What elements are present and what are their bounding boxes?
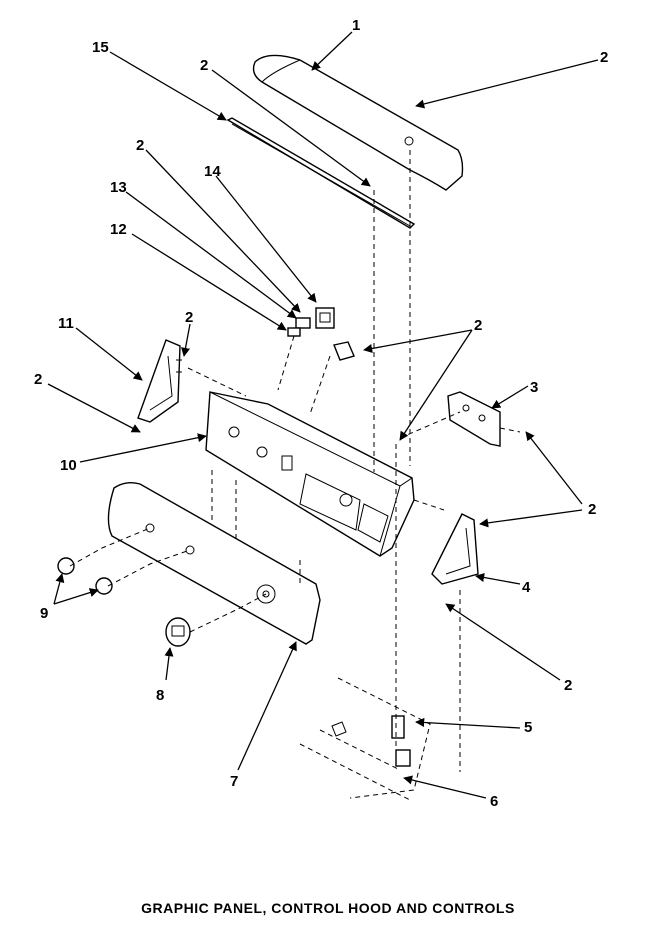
callout-11: 11 xyxy=(58,315,74,332)
callout-12: 12 xyxy=(110,221,127,238)
part-4-right-end-cap xyxy=(431,513,479,585)
part-14-switch xyxy=(315,307,335,329)
part-3-right-bracket xyxy=(447,391,501,447)
callout-2-right: 2 xyxy=(588,501,596,518)
callout-4: 4 xyxy=(522,579,531,596)
callout-9: 9 xyxy=(40,605,48,622)
part-12-clip xyxy=(287,327,301,337)
callout-5: 5 xyxy=(524,719,532,736)
part-11-left-end-cap xyxy=(137,339,182,423)
diagram-caption: GRAPHIC PANEL, CONTROL HOOD AND CONTROLS xyxy=(141,900,515,916)
part-1-top-cover xyxy=(252,54,464,191)
callout-2-bottom: 2 xyxy=(564,677,572,694)
callout-7: 7 xyxy=(230,773,238,790)
part-13-bracket xyxy=(295,317,311,329)
callout-3: 3 xyxy=(530,379,538,396)
leader-lines xyxy=(47,31,599,799)
callout-2-center: 2 xyxy=(474,317,482,334)
callout-2-switch: 2 xyxy=(136,137,144,154)
part-15-strip xyxy=(226,117,416,229)
callout-2-left-cap: 2 xyxy=(185,309,193,326)
callout-2-left: 2 xyxy=(34,371,42,388)
part-clip-center xyxy=(333,341,355,361)
callout-13: 13 xyxy=(110,179,127,196)
callout-6: 6 xyxy=(490,793,498,810)
callout-14: 14 xyxy=(204,163,221,180)
part-7-graphic-panel xyxy=(107,481,321,645)
callout-2-strip: 2 xyxy=(200,57,208,74)
part-5-6-lower-assembly xyxy=(299,677,431,801)
callout-2-top-right: 2 xyxy=(600,49,608,66)
callout-1: 1 xyxy=(352,17,360,34)
callout-10: 10 xyxy=(60,457,77,474)
part-9-knob-b xyxy=(95,577,113,595)
callout-15: 15 xyxy=(92,39,109,56)
callout-8: 8 xyxy=(156,687,164,704)
part-9-knob-a xyxy=(57,557,75,575)
assembly-dashed-lines xyxy=(69,150,521,772)
part-8-timer-knob xyxy=(165,617,191,647)
part-10-control-hood xyxy=(205,391,415,557)
callout-labels: 1 2 15 2 2 14 13 12 2 11 2 2 3 10 2 4 9 … xyxy=(34,17,608,810)
